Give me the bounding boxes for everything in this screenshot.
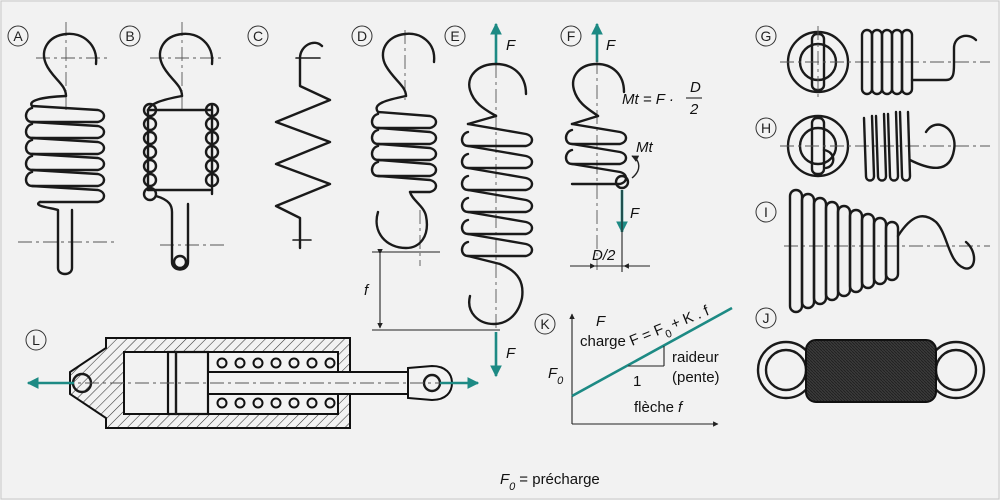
deflection-dimension: f xyxy=(364,249,500,331)
label-b: B xyxy=(119,25,141,47)
svg-text:B: B xyxy=(125,28,134,44)
svg-text:C: C xyxy=(253,28,263,44)
svg-text:F0: F0 xyxy=(548,365,564,387)
svg-text:E: E xyxy=(450,28,459,44)
label-i: I xyxy=(755,201,777,223)
label-e: E xyxy=(444,25,466,47)
formula-mt: Mt = F · D 2 xyxy=(622,79,702,118)
load-line xyxy=(571,306,733,398)
spring-i: I xyxy=(755,188,990,314)
label-f: F xyxy=(560,25,582,47)
svg-text:J: J xyxy=(763,310,770,326)
svg-text:F0= précharge: F0= précharge xyxy=(500,471,600,493)
label-l: L xyxy=(25,329,47,351)
svg-text:F: F xyxy=(606,37,616,54)
label-j: J xyxy=(755,307,777,329)
spring-f: F F Mt F Mt = F · D 2 D/2 xyxy=(560,22,702,272)
svg-text:H: H xyxy=(761,120,771,136)
svg-text:I: I xyxy=(764,204,768,220)
svg-text:Mt = F ·: Mt = F · xyxy=(622,91,674,108)
svg-text:Mt: Mt xyxy=(636,139,653,156)
label-k: K xyxy=(534,313,556,335)
svg-text:L: L xyxy=(32,332,40,348)
svg-text:K: K xyxy=(540,316,550,332)
svg-text:F: F xyxy=(630,205,640,222)
svg-text:(pente): (pente) xyxy=(672,369,720,386)
svg-text:1: 1 xyxy=(633,373,641,390)
svg-text:raideur: raideur xyxy=(672,349,719,366)
svg-text:F: F xyxy=(506,345,516,362)
svg-text:G: G xyxy=(761,28,772,44)
spring-g: G xyxy=(755,25,990,100)
label-c: C xyxy=(247,25,269,47)
svg-text:D: D xyxy=(357,28,367,44)
spring-b: B xyxy=(119,22,226,271)
spring-e: E F F xyxy=(444,22,534,378)
svg-text:F: F xyxy=(567,28,576,44)
spring-h: H xyxy=(755,110,990,182)
svg-text:charge: charge xyxy=(580,333,626,350)
label-g: G xyxy=(755,25,777,47)
svg-text:f: f xyxy=(364,282,370,299)
svg-text:D/2: D/2 xyxy=(592,247,616,264)
footnote: F0= précharge xyxy=(500,471,600,493)
spring-c: C xyxy=(247,25,332,250)
spring-d: D xyxy=(351,25,438,266)
spring-a: A xyxy=(7,22,116,276)
svg-text:F: F xyxy=(506,37,516,54)
spring-j: J xyxy=(755,307,986,403)
label-d: D xyxy=(351,25,373,47)
svg-text:D: D xyxy=(690,79,701,96)
svg-text:A: A xyxy=(13,28,23,44)
label-h: H xyxy=(755,117,777,139)
svg-text:F: F xyxy=(596,313,606,330)
label-a: A xyxy=(7,25,29,47)
svg-text:2: 2 xyxy=(689,101,699,118)
spring-damper-l: L xyxy=(25,329,480,429)
